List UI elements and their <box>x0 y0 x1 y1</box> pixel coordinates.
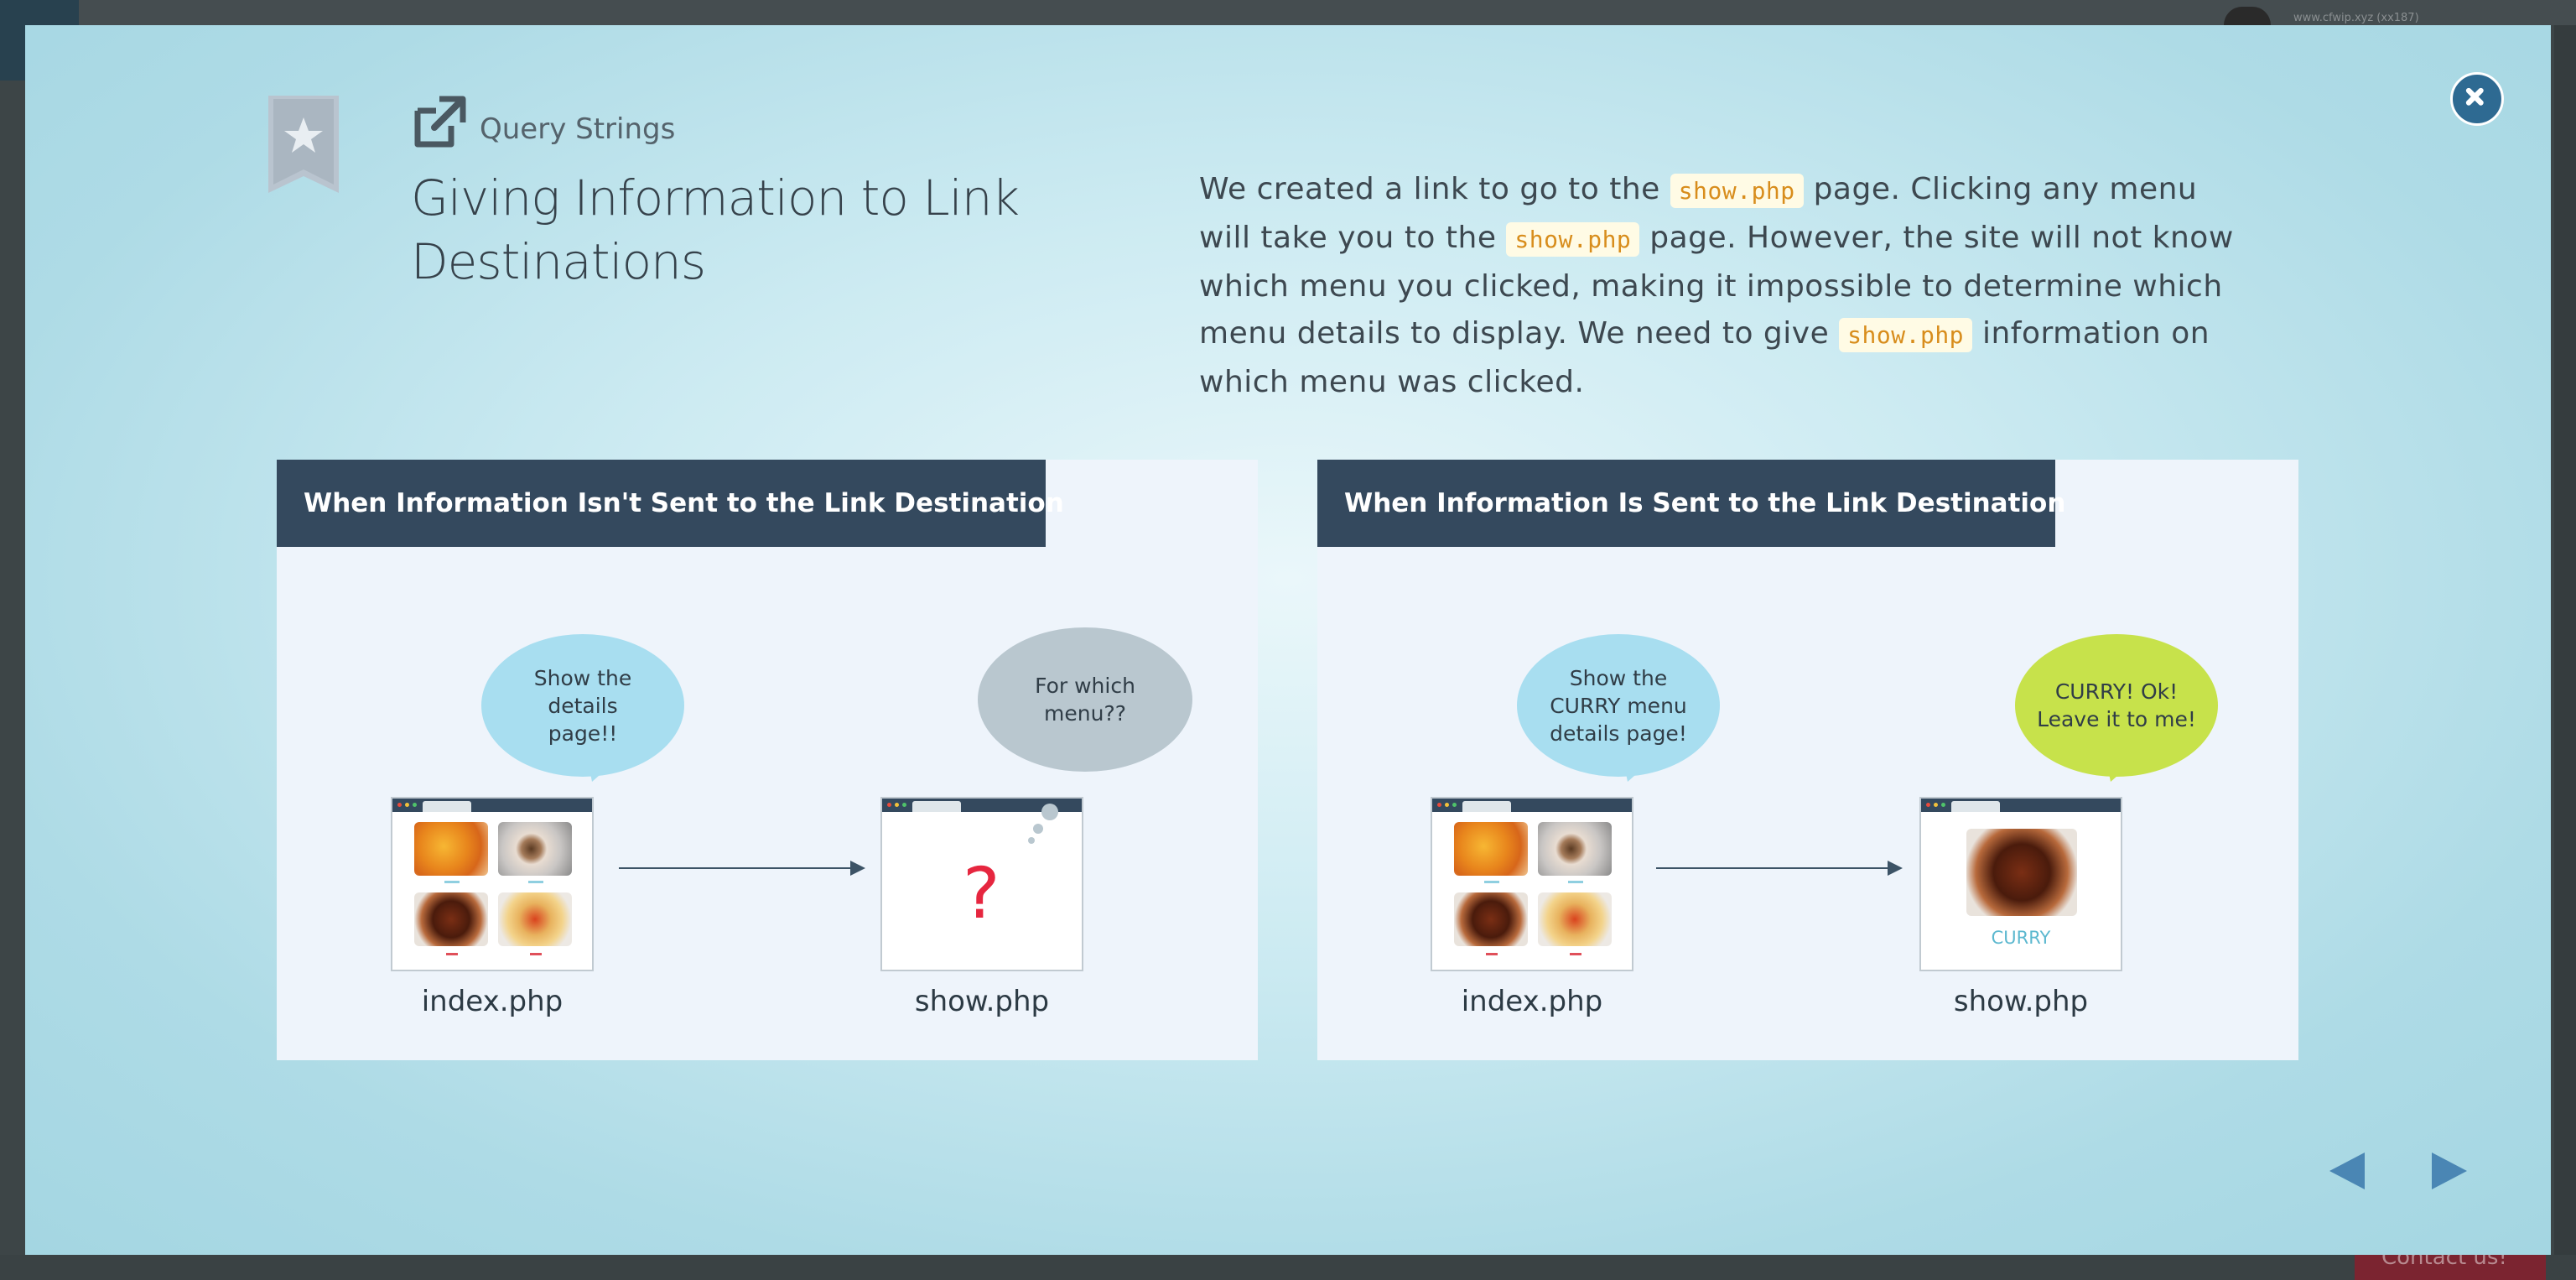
speech-bubble: CURRY! Ok! Leave it to me! <box>2015 634 2218 782</box>
browser-bar <box>392 799 592 812</box>
food-photo <box>414 822 488 876</box>
description-text: page. Clicking any menu will take you to… <box>1199 172 2198 255</box>
browser-window-show: ? <box>880 797 1083 971</box>
description-text: We created a link to go to the <box>1199 172 1670 206</box>
curry-photo <box>1966 829 2077 916</box>
panel-heading: When Information Is Sent to the Link Des… <box>1317 460 2065 547</box>
diagram-panel-with-info: When Information Is Sent to the Link Des… <box>1317 460 2298 1060</box>
bubble-tail <box>1623 757 1656 782</box>
description-text: information on which menu was clicked. <box>1199 316 2210 399</box>
slide-modal: Query Strings Giving Information to Link… <box>25 25 2551 1255</box>
external-link-icon <box>414 96 466 148</box>
file-label-show: show.php <box>914 985 1050 1018</box>
close-button[interactable] <box>2450 72 2504 126</box>
background-top-bar <box>0 0 2576 25</box>
speech-bubble: Show the details page!! <box>481 634 684 782</box>
bubble-text: Show the CURRY menu details page! <box>1550 665 1687 746</box>
bubble-tail <box>587 757 621 782</box>
browser-bar <box>1432 799 1632 812</box>
browser-bar <box>1921 799 2121 812</box>
food-photo <box>414 892 488 946</box>
speech-bubble: Show the CURRY menu details page! <box>1517 634 1720 782</box>
bubble-tail <box>2106 757 2139 782</box>
background-avatar <box>2224 7 2271 25</box>
bubble-text: CURRY! Ok! Leave it to me! <box>2037 679 2196 731</box>
slide-description: We created a link to go to the show.php … <box>1199 166 2256 406</box>
slide-category: Query Strings <box>480 112 676 146</box>
description-text: page. However, the site will not know wh… <box>1199 221 2234 351</box>
bookmark-star-icon[interactable] <box>268 96 339 193</box>
food-photo <box>1454 822 1528 876</box>
question-mark: ? <box>963 852 1000 934</box>
browser-bar <box>882 799 1082 812</box>
food-photo <box>1454 892 1528 946</box>
browser-window-index <box>1431 797 1633 971</box>
file-label-show: show.php <box>1953 985 2089 1018</box>
bubble-text: Show the details page!! <box>533 665 632 746</box>
slide-title: Giving Information to Link Destinations <box>411 169 1020 290</box>
curry-label: CURRY <box>1991 928 2051 948</box>
browser-window-show: CURRY <box>1919 797 2122 971</box>
panel-heading: When Information Isn't Sent to the Link … <box>277 460 1064 547</box>
background-bottom-bar <box>0 1255 2576 1280</box>
flow-arrow <box>1656 861 1903 876</box>
code-snippet: show.php <box>1839 318 1973 352</box>
background-url-text: www.cfwip.xyz (xx187) <box>2293 12 2419 24</box>
food-photo <box>1538 822 1612 876</box>
thought-bubble: For which menu?? <box>978 627 1192 772</box>
food-photo <box>498 892 572 946</box>
close-icon <box>2465 87 2484 106</box>
file-label-index: index.php <box>1461 985 1603 1018</box>
code-snippet: show.php <box>1506 222 1640 257</box>
triangle-left-icon[interactable] <box>2323 1146 2373 1196</box>
code-snippet: show.php <box>1670 174 1804 208</box>
bubble-text: For which menu?? <box>1035 674 1135 726</box>
food-photo <box>1538 892 1612 946</box>
background-scrollbar <box>2554 25 2576 1255</box>
food-photo <box>498 822 572 876</box>
flow-arrow <box>619 861 865 876</box>
browser-window-index <box>391 797 594 971</box>
triangle-right-icon[interactable] <box>2423 1146 2474 1196</box>
file-label-index: index.php <box>421 985 564 1018</box>
diagram-panel-no-info: When Information Isn't Sent to the Link … <box>277 460 1258 1060</box>
